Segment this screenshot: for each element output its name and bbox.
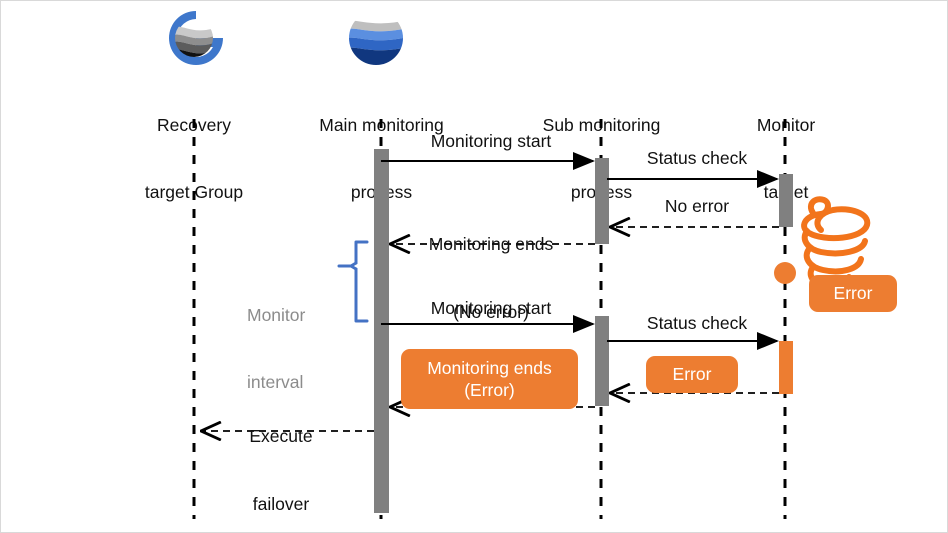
label-monitoring-ends-no-error: Monitoring ends (No error) bbox=[391, 187, 591, 369]
actor-header-recovery-target-group: Recovery target Group bbox=[94, 69, 294, 248]
label-line2: failover bbox=[252, 493, 310, 514]
globe-wave-icon bbox=[344, 7, 408, 74]
note-error-reply: Error bbox=[646, 356, 738, 393]
label-line2: (No error) bbox=[453, 301, 529, 322]
label-monitoring-start-1: Monitoring start bbox=[430, 131, 552, 151]
monitor-interval-bracket bbox=[337, 240, 369, 323]
error-scribble-icon bbox=[801, 196, 871, 290]
label-no-error-reply: No error bbox=[664, 196, 730, 216]
activation-bar-monitor-target-1 bbox=[779, 174, 793, 227]
error-dot-icon bbox=[774, 262, 796, 284]
note-monitoring-ends-error: Monitoring ends (Error) bbox=[401, 349, 578, 409]
label-line1: Monitoring ends bbox=[428, 233, 554, 254]
actor-label-line2: target Group bbox=[144, 181, 244, 202]
label-execute-failover: Execute failover bbox=[191, 379, 371, 532]
actor-label-line1: Sub monitoring bbox=[542, 114, 661, 135]
label-status-check-1: Status check bbox=[646, 148, 748, 168]
monitor-interval-label: Monitor interval bbox=[247, 259, 357, 438]
note-line1: Monitoring ends bbox=[427, 357, 552, 378]
label-monitoring-start-2: Monitoring start bbox=[430, 298, 552, 318]
activation-bar-sub-monitoring-process-1 bbox=[595, 158, 609, 244]
note-line2: (Error) bbox=[464, 380, 515, 400]
label-line1: Execute bbox=[249, 425, 313, 446]
globe-g-icon bbox=[161, 7, 231, 74]
label-status-check-2: Status check bbox=[646, 313, 748, 333]
activation-bar-main-monitoring-process bbox=[374, 149, 389, 513]
activation-bar-monitor-target-2-error bbox=[779, 341, 793, 394]
activation-bar-sub-monitoring-process-2 bbox=[595, 316, 609, 406]
monitor-interval-line2: interval bbox=[247, 371, 304, 392]
note-error-badge: Error bbox=[809, 275, 897, 312]
monitor-interval-line1: Monitor bbox=[247, 304, 306, 325]
